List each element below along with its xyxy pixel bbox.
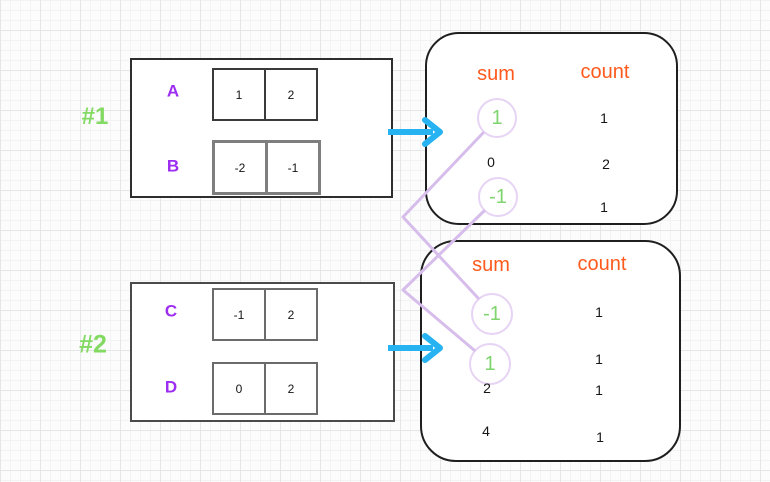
array-cell: -1 (212, 288, 266, 341)
table-1-sum-value: 1 (491, 107, 503, 129)
group-1-label: #1 (81, 103, 109, 130)
table-1-sum-value: -1 (489, 186, 507, 208)
table-2-sum-value: 1 (484, 353, 496, 375)
array-d-cells: 0 2 (212, 362, 318, 415)
array-cell: -1 (265, 140, 321, 195)
table-2-count-header: count (577, 253, 627, 275)
highlight-circle: -1 (478, 177, 518, 217)
table-2-count-value: 1 (595, 304, 603, 320)
array-b-cells: -2 -1 (212, 140, 321, 195)
table-2-count-value: 1 (595, 382, 603, 398)
highlight-circle: 1 (469, 343, 511, 385)
table-2-count-value: 1 (595, 351, 603, 367)
table-1-count-value: 1 (600, 110, 608, 126)
array-cell: -2 (212, 140, 268, 195)
array-b-label: B (166, 156, 180, 176)
array-c-cells: -1 2 (212, 288, 318, 341)
table-2-count-value: 1 (596, 429, 604, 445)
table-2-sum-value: -1 (483, 303, 501, 325)
array-cell: 2 (264, 68, 318, 121)
table-1-count-header: count (580, 61, 630, 83)
array-cell: 2 (264, 288, 318, 341)
highlight-circle: 1 (477, 98, 517, 138)
group-2-label: #2 (79, 330, 107, 359)
table-2-sum-header: sum (472, 254, 510, 276)
array-cell: 0 (212, 362, 266, 415)
table-1-count-value: 2 (602, 156, 610, 172)
highlight-circle: -1 (471, 293, 513, 335)
table-2-sum-value: 4 (482, 423, 490, 439)
array-cell: 2 (264, 362, 318, 415)
array-d-label: D (164, 377, 178, 397)
table-1-box (425, 32, 678, 225)
table-2-sum-value: 2 (483, 380, 491, 396)
table-1-sum-value: 0 (487, 154, 495, 170)
table-2-box (420, 240, 681, 462)
table-1-sum-header: sum (477, 63, 515, 85)
array-c-label: C (164, 301, 178, 321)
array-a-cells: 1 2 (212, 68, 318, 121)
array-a-label: A (166, 81, 180, 101)
array-cell: 1 (212, 68, 266, 121)
table-1-count-value: 1 (600, 199, 608, 215)
